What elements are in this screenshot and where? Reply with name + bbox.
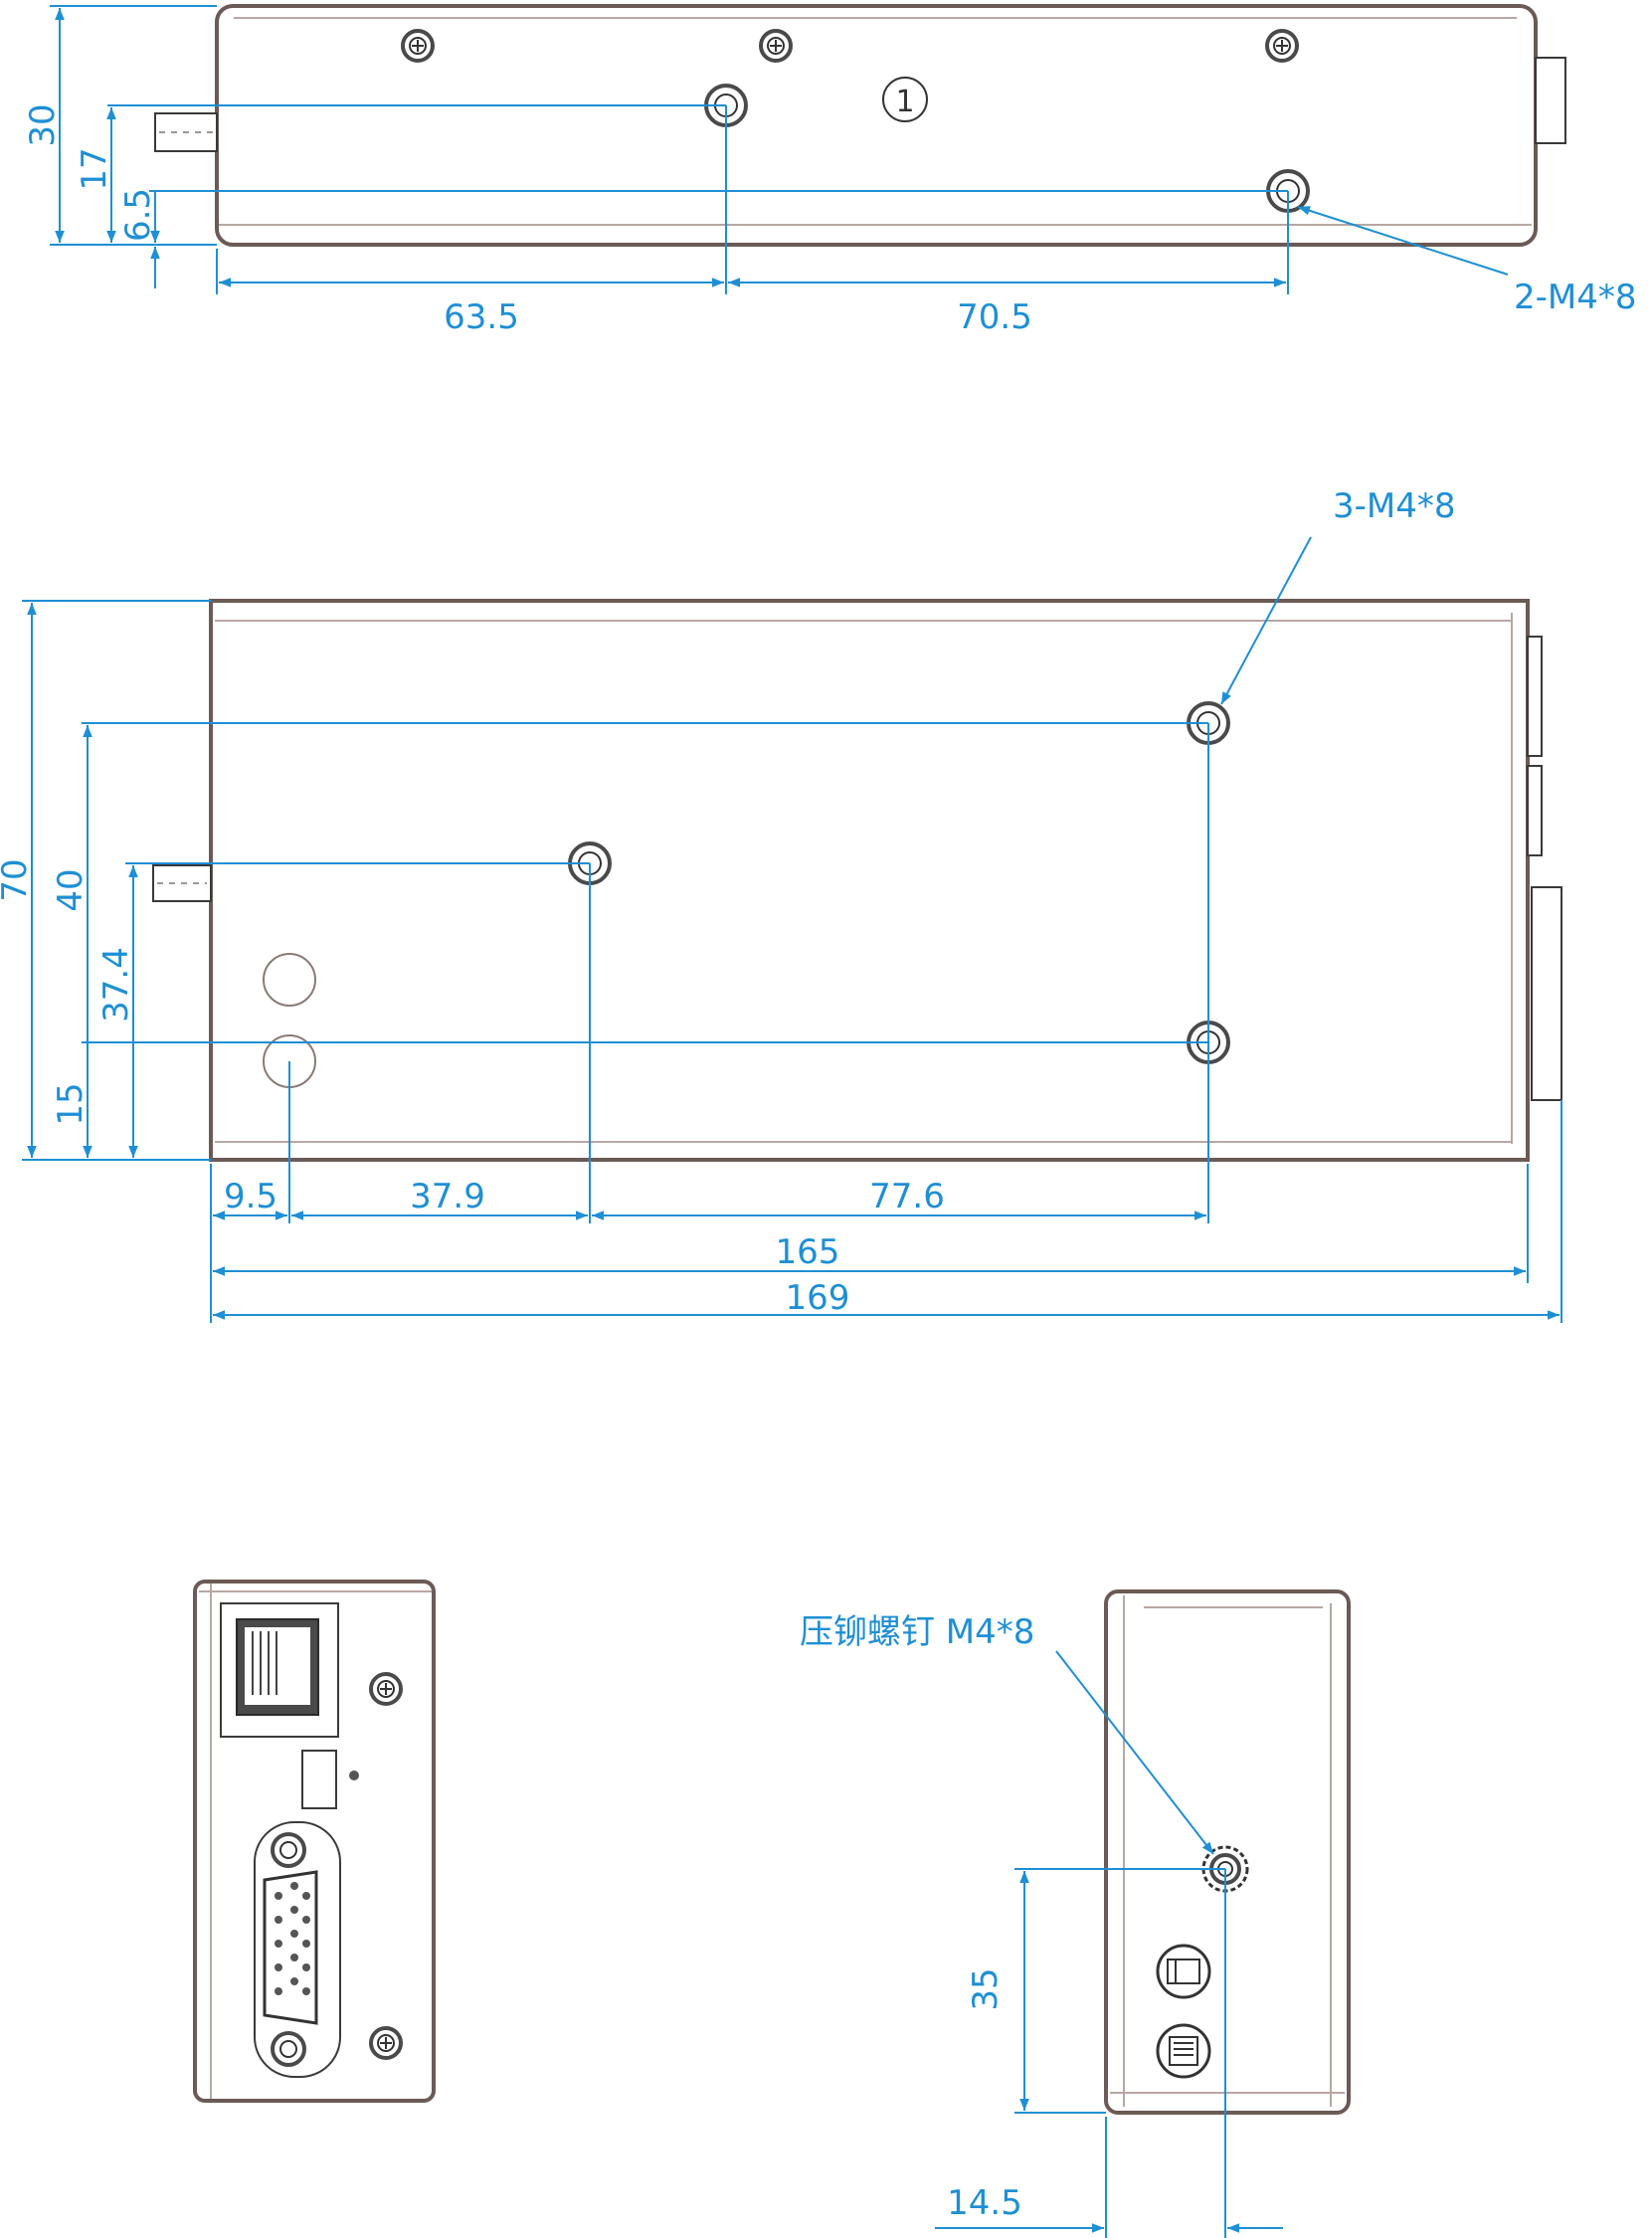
dim-label-hole-b: 6.5: [118, 188, 158, 242]
callout-leader: [1220, 536, 1312, 705]
screw-icon: [401, 29, 435, 63]
blank-circle-icon: [263, 953, 316, 1007]
connector-face-body: [193, 1580, 436, 2103]
dim-label-x2: 70.5: [957, 297, 1032, 337]
dim-label-hole-a: 17: [75, 147, 114, 190]
dim-label-x-a: 9.5: [224, 1177, 277, 1216]
circled-mark-label: 1: [895, 85, 914, 119]
side-view: 70 40 37.4 15 9.5 37.9 77.6 165 169 3-M4…: [0, 486, 1562, 1323]
dim-label-hole-bot: 15: [51, 1082, 91, 1125]
dim-label-inner-len: 165: [776, 1232, 840, 1272]
dim-label-hole-top: 40: [51, 868, 91, 911]
screw-icon: [369, 1672, 403, 1706]
rear-view: 35 14.5 压铆螺钉 M4*8: [800, 1589, 1351, 2238]
top-view: 1 30 17 6.5 63.5 70.5 2-M4*8: [23, 4, 1637, 337]
dim-label-x-c: 77.6: [869, 1177, 945, 1216]
led-indicator-icon: [349, 1771, 359, 1780]
screw-icon: [1265, 29, 1299, 63]
dim-label-x1: 63.5: [444, 297, 519, 337]
side-view-flange: [1527, 636, 1543, 757]
dim-label-screw-x: 14.5: [947, 2183, 1022, 2223]
dim-label-screw-y: 35: [966, 1967, 1006, 2010]
rj45-pins: [252, 1631, 277, 1695]
dim-label-height: 70: [0, 858, 35, 901]
dim-label-shaft: 37.4: [96, 947, 136, 1023]
callout-label-top: 2-M4*8: [1514, 278, 1637, 317]
side-view-body: [209, 599, 1530, 1162]
callout-leader: [1297, 206, 1509, 276]
port-icon: [1156, 1944, 1211, 1999]
callout-label-side: 3-M4*8: [1333, 486, 1456, 526]
side-view-connector: [1531, 886, 1562, 1101]
screw-icon: [369, 2026, 403, 2060]
top-view-connector: [1535, 57, 1566, 144]
db15-connector-icon: [254, 1821, 341, 2078]
connector-end-view: [193, 1580, 436, 2103]
callout-leader: [1055, 1650, 1214, 1855]
dim-label-x-b: 37.9: [410, 1177, 485, 1216]
side-view-flange-lower: [1527, 765, 1543, 856]
circled-mark-icon: [882, 77, 928, 122]
screw-icon: [759, 29, 793, 63]
dim-label-total-len: 169: [786, 1278, 850, 1318]
switch-icon: [301, 1750, 337, 1809]
port-icon: [1156, 2023, 1211, 2079]
callout-label-pem: 压铆螺钉 M4*8: [800, 1612, 1034, 1652]
dim-label-height: 30: [23, 103, 63, 146]
rear-face-body: [1104, 1589, 1351, 2115]
